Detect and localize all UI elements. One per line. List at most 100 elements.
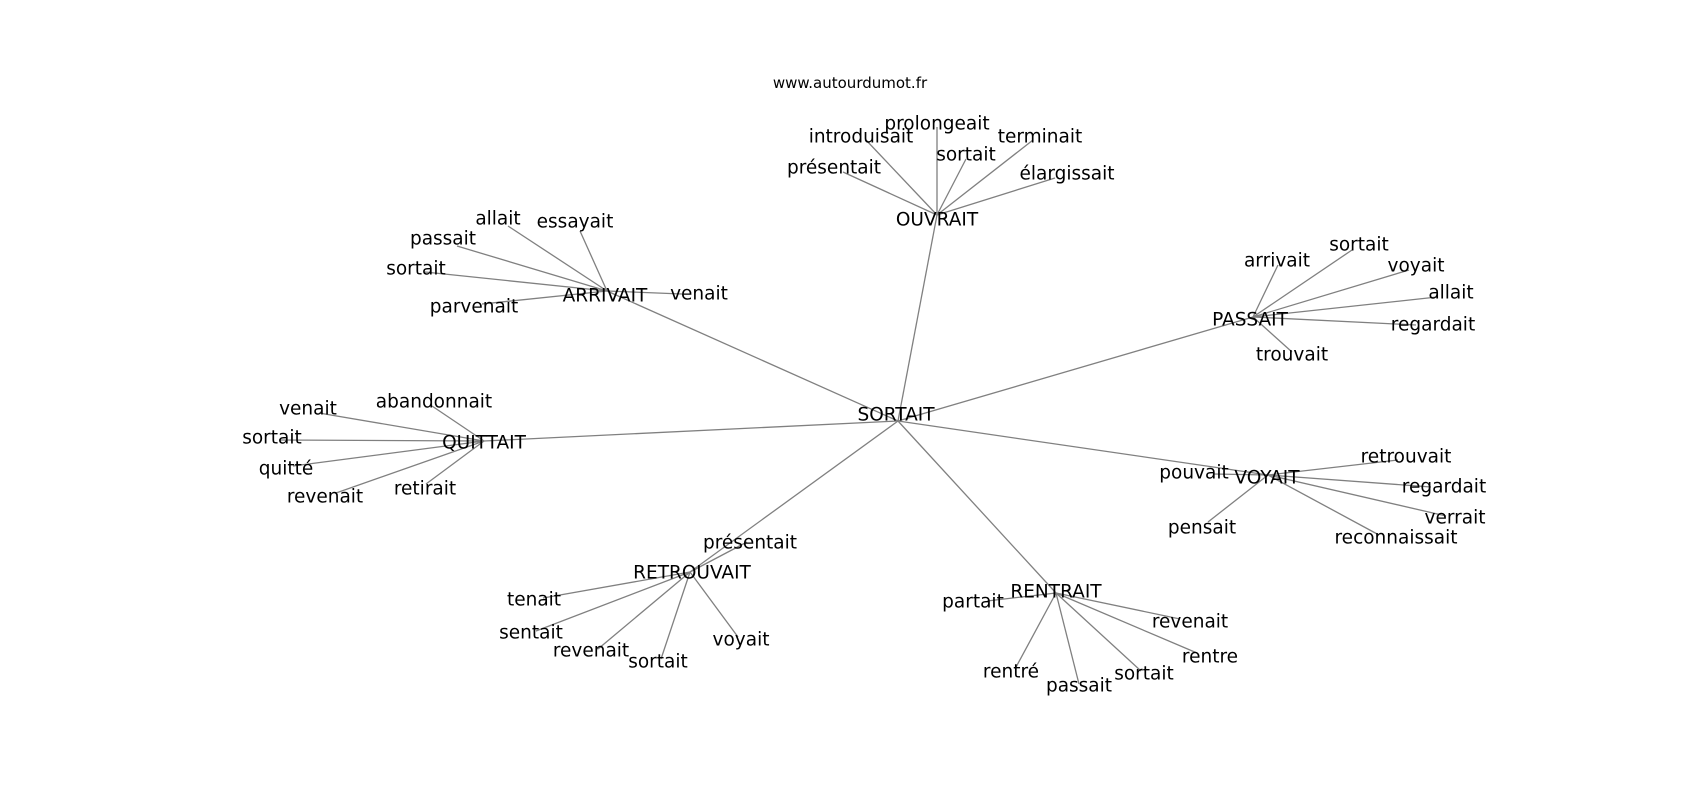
center-edge [897,420,1057,594]
leaf-edge [1252,264,1279,318]
leaf-node-label: revenait [287,487,363,508]
leaf-edge [1267,474,1380,536]
leaf-edge [597,571,691,650]
leaf-edge [542,571,691,599]
leaf-edge [1014,592,1057,670]
leaf-node-label: passait [410,229,476,250]
leaf-edge [481,290,608,305]
leaf-node-label: sortait [242,428,302,449]
leaf-node-label: regardait [1402,477,1486,498]
center-edge [897,420,1269,476]
leaf-edge [986,592,1057,602]
leaf-node-label: quitté [259,459,314,480]
leaf-node-label: voyait [1388,256,1445,277]
leaf-edge [1055,592,1142,672]
center-edge [897,214,938,422]
hub-node-label: VOYAIT [1234,468,1300,489]
leaf-edge [292,440,485,467]
leaf-edge [936,139,1034,216]
leaf-edge [425,440,485,485]
leaf-edge [1252,296,1438,318]
center-edge [606,290,899,422]
hub-node-label: RENTRAIT [1010,582,1102,603]
leaf-edge [660,571,691,660]
leaf-node-label: sortait [386,259,446,280]
leaf-edge [689,541,748,573]
leaf-node-label: tenait [507,590,561,611]
leaf-node-label: trouvait [1256,345,1328,366]
leaf-node-label: venait [670,284,728,305]
leaf-node-label: élargissait [1019,164,1114,185]
center-edge [897,316,1254,422]
leaf-node-label: revenait [1152,612,1228,633]
graph-labels: www.autourdumot.fr SORTAIT prolongeaitin… [242,74,1486,697]
leaf-node-label: parvenait [430,297,518,318]
leaf-edge [1252,269,1410,318]
leaf-edge [535,571,691,632]
leaf-edge [431,405,485,442]
leaf-node-label: essayait [537,212,614,233]
hub-node-label: OUVRAIT [896,210,979,231]
hub-node-label: PASSAIT [1212,310,1289,331]
leaf-edge [1055,592,1080,685]
leaf-edge [936,158,967,216]
leaf-edge [1055,592,1198,654]
leaf-node-label: regardait [1391,315,1475,336]
leaf-node-label: pensait [1168,518,1236,539]
leaf-node-label: retirait [394,479,456,500]
hub-node-label: QUITTAIT [442,433,527,454]
leaf-node-label: introduisait [809,127,914,148]
leaf-node-label: sortait [1114,664,1174,685]
graph-edges [278,127,1447,685]
leaf-node-label: présentait [787,158,881,179]
leaf-node-label: abandonnait [376,392,492,413]
hub-node-label: RETROUVAIT [633,563,751,584]
leaf-edge [1267,459,1399,476]
leaf-edge [1055,592,1181,620]
leaf-edge [456,245,608,292]
leaf-node-label: rentre [1182,647,1238,668]
leaf-node-label: terminait [998,127,1083,148]
leaf-edge [335,440,485,494]
leaf-node-label: partait [942,592,1004,613]
leaf-edge [1213,473,1269,476]
leaf-edge [318,412,485,442]
leaf-edge [1252,316,1293,353]
leaf-edge [689,571,739,638]
leaf-node-label: sortait [628,652,688,673]
leaf-edge [424,271,608,292]
leaf-edge [1252,249,1353,318]
leaf-node-label: revenait [553,641,629,662]
leaf-node-label: retrouvait [1361,447,1452,468]
leaf-node-label: reconnaissait [1334,528,1457,549]
hub-node-label: ARRIVAIT [563,286,648,307]
leaf-edge [278,439,485,442]
leaf-edge [1252,316,1417,326]
center-edge [483,420,899,442]
leaf-node-label: voyait [713,630,770,651]
leaf-edge [1207,474,1269,523]
leaf-node-label: verrait [1425,508,1486,529]
leaf-edge [842,171,938,216]
site-watermark: www.autourdumot.fr [773,74,928,92]
leaf-edge [579,230,608,292]
leaf-node-label: venait [279,399,337,420]
leaf-edge [865,139,938,216]
center-edge [689,420,899,573]
leaf-edge [507,225,608,292]
leaf-edge [936,177,1056,216]
leaf-edge [1267,474,1432,488]
leaf-node-label: passait [1046,676,1112,697]
leaf-node-label: allait [1428,283,1473,304]
leaf-edge [606,290,683,295]
leaf-node-label: allait [475,209,520,230]
leaf-edge [1267,474,1447,517]
leaf-node-label: sentait [499,623,563,644]
leaf-node-label: présentait [703,533,797,554]
leaf-node-label: rentré [983,662,1039,683]
center-node-label: SORTAIT [857,405,935,426]
leaf-node-label: sortait [1329,235,1389,256]
leaf-node-label: sortait [936,145,996,166]
leaf-node-label: prolongeait [884,114,989,135]
